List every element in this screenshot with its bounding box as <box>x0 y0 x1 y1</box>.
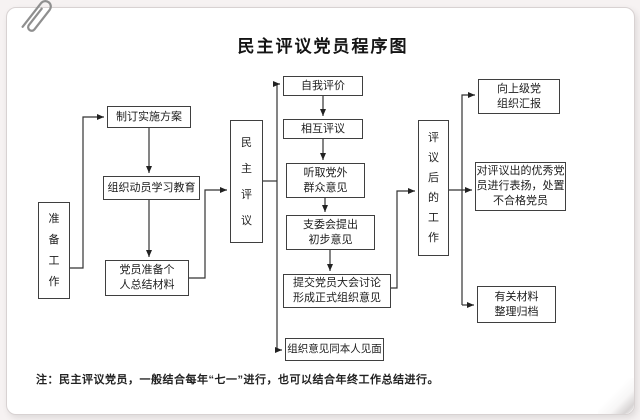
page-curl <box>598 378 634 414</box>
node-archive-materials: 有关材料整理归档 <box>477 286 556 323</box>
footnote: 注：民主评议党员，一般结合每年“七一”进行，也可以结合年终工作总结进行。 <box>36 374 439 386</box>
node-hear-non-party-opinions: 听取党外群众意见 <box>286 163 365 198</box>
node-branch-committee-preliminary-opinion: 支委会提出初步意见 <box>286 215 375 250</box>
node-praise-outstanding-handle-unqualified: 对评议出的优秀党员进行表扬，处置不合格党员 <box>475 162 566 211</box>
paperclip-icon <box>8 0 62 51</box>
node-mobilize-study-education: 组织动员学习教育 <box>103 176 200 200</box>
node-draft-implementation-plan: 制订实施方案 <box>107 106 191 128</box>
stage-preparation: 准备工作 <box>38 202 70 299</box>
node-opinion-shared-with-member: 组织意见同本人见面 <box>285 338 384 361</box>
node-self-evaluation: 自我评价 <box>283 76 363 96</box>
node-member-congress-discussion-formal-opinion: 提交党员大会讨论形成正式组织意见 <box>283 274 391 308</box>
stage-post-review-work: 评议后的工作 <box>418 120 449 256</box>
stage-democratic-review: 民主评议 <box>230 120 263 243</box>
node-report-to-higher-party-organization: 向上级党组织汇报 <box>478 79 560 114</box>
node-members-prepare-summary: 党员准备个人总结材料 <box>105 260 189 296</box>
node-mutual-review: 相互评议 <box>283 119 363 139</box>
page-title: 民主评议党员程序图 <box>237 37 409 56</box>
